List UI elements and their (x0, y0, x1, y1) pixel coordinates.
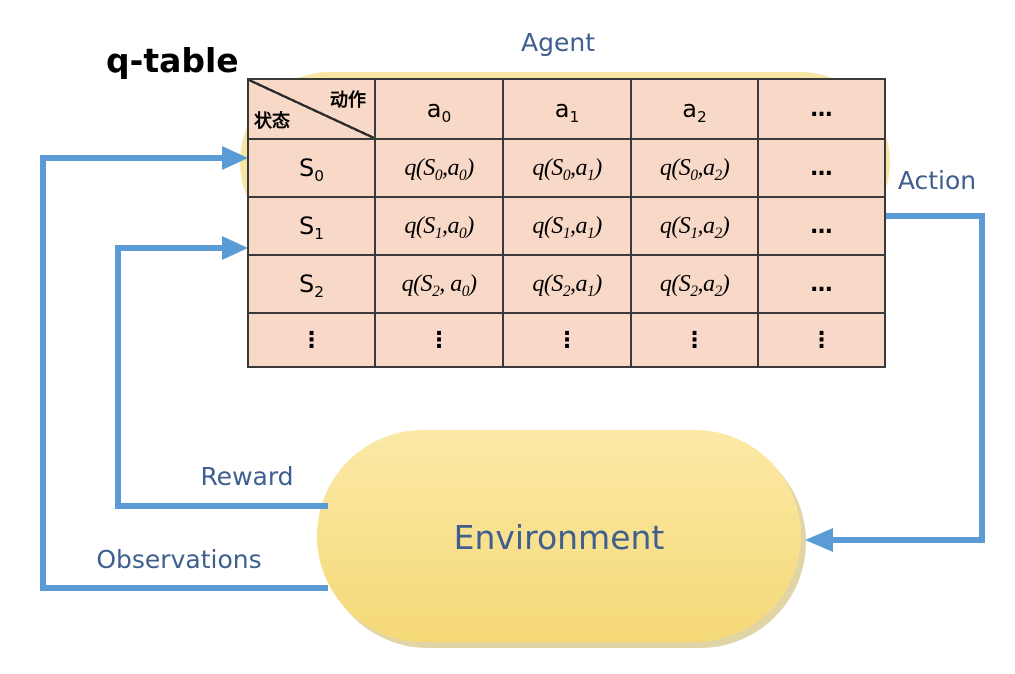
qtable-row-s1: S1 q(S1,a0) q(S1,a1) q(S1,a2) … (247, 196, 886, 256)
agent-label: Agent (521, 28, 595, 57)
environment-shape (317, 430, 801, 642)
q-value-cell: q(S1,a1) (502, 196, 632, 256)
qtable-row-s2: S2 q(S2, a0) q(S2,a1) q(S2,a2) … (247, 254, 886, 314)
environment-label: Environment (454, 518, 665, 557)
reward-arrow-line (115, 245, 328, 509)
action-header-a0: a0 (374, 78, 504, 140)
action-header-more: … (757, 78, 886, 140)
qtable-row-more: ⋮ ⋮ ⋮ ⋮ ⋮ (247, 312, 886, 368)
action-arrowhead-icon (805, 528, 833, 552)
q-value-cell: q(S2,a1) (502, 254, 632, 314)
qtable-row-s0: S0 q(S0,a0) q(S0,a1) q(S0,a2) … (247, 138, 886, 198)
corner-action-label: 动作 (330, 90, 366, 111)
vdots-cell: ⋮ (247, 312, 376, 368)
action-header-a1: a1 (502, 78, 632, 140)
q-value-cell: q(S1,a0) (374, 196, 504, 256)
q-value-cell: q(S1,a2) (630, 196, 759, 256)
observations-arrow-line (40, 155, 328, 591)
q-table: 动作 状态 a0 a1 a2 … S0 q(S0,a0) q(S0,a1) q(… (247, 78, 886, 368)
reward-label: Reward (200, 462, 293, 491)
state-cell-s1: S1 (247, 196, 376, 256)
corner-state-label: 状态 (254, 111, 290, 132)
q-value-cell: q(S0,a2) (630, 138, 759, 198)
reward-arrowhead-icon (222, 236, 248, 260)
vdots-cell: ⋮ (757, 312, 886, 368)
vdots-cell: ⋮ (374, 312, 504, 368)
qtable-corner-cell: 动作 状态 (247, 78, 376, 140)
more-cell: … (757, 254, 886, 314)
qtable-header-row: 动作 状态 a0 a1 a2 … (247, 78, 886, 140)
state-cell-s0: S0 (247, 138, 376, 198)
more-cell: … (757, 196, 886, 256)
observations-label: Observations (96, 545, 261, 574)
q-value-cell: q(S2,a2) (630, 254, 759, 314)
qtable-title: q-table (106, 41, 239, 80)
vdots-cell: ⋮ (630, 312, 759, 368)
q-value-cell: q(S0,a1) (502, 138, 632, 198)
q-value-cell: q(S2, a0) (374, 254, 504, 314)
action-label: Action (898, 166, 976, 195)
state-cell-s2: S2 (247, 254, 376, 314)
action-header-a2: a2 (630, 78, 759, 140)
more-cell: … (757, 138, 886, 198)
q-value-cell: q(S0,a0) (374, 138, 504, 198)
action-arrow-line (830, 213, 985, 543)
observations-arrowhead-icon (222, 146, 248, 170)
vdots-cell: ⋮ (502, 312, 632, 368)
